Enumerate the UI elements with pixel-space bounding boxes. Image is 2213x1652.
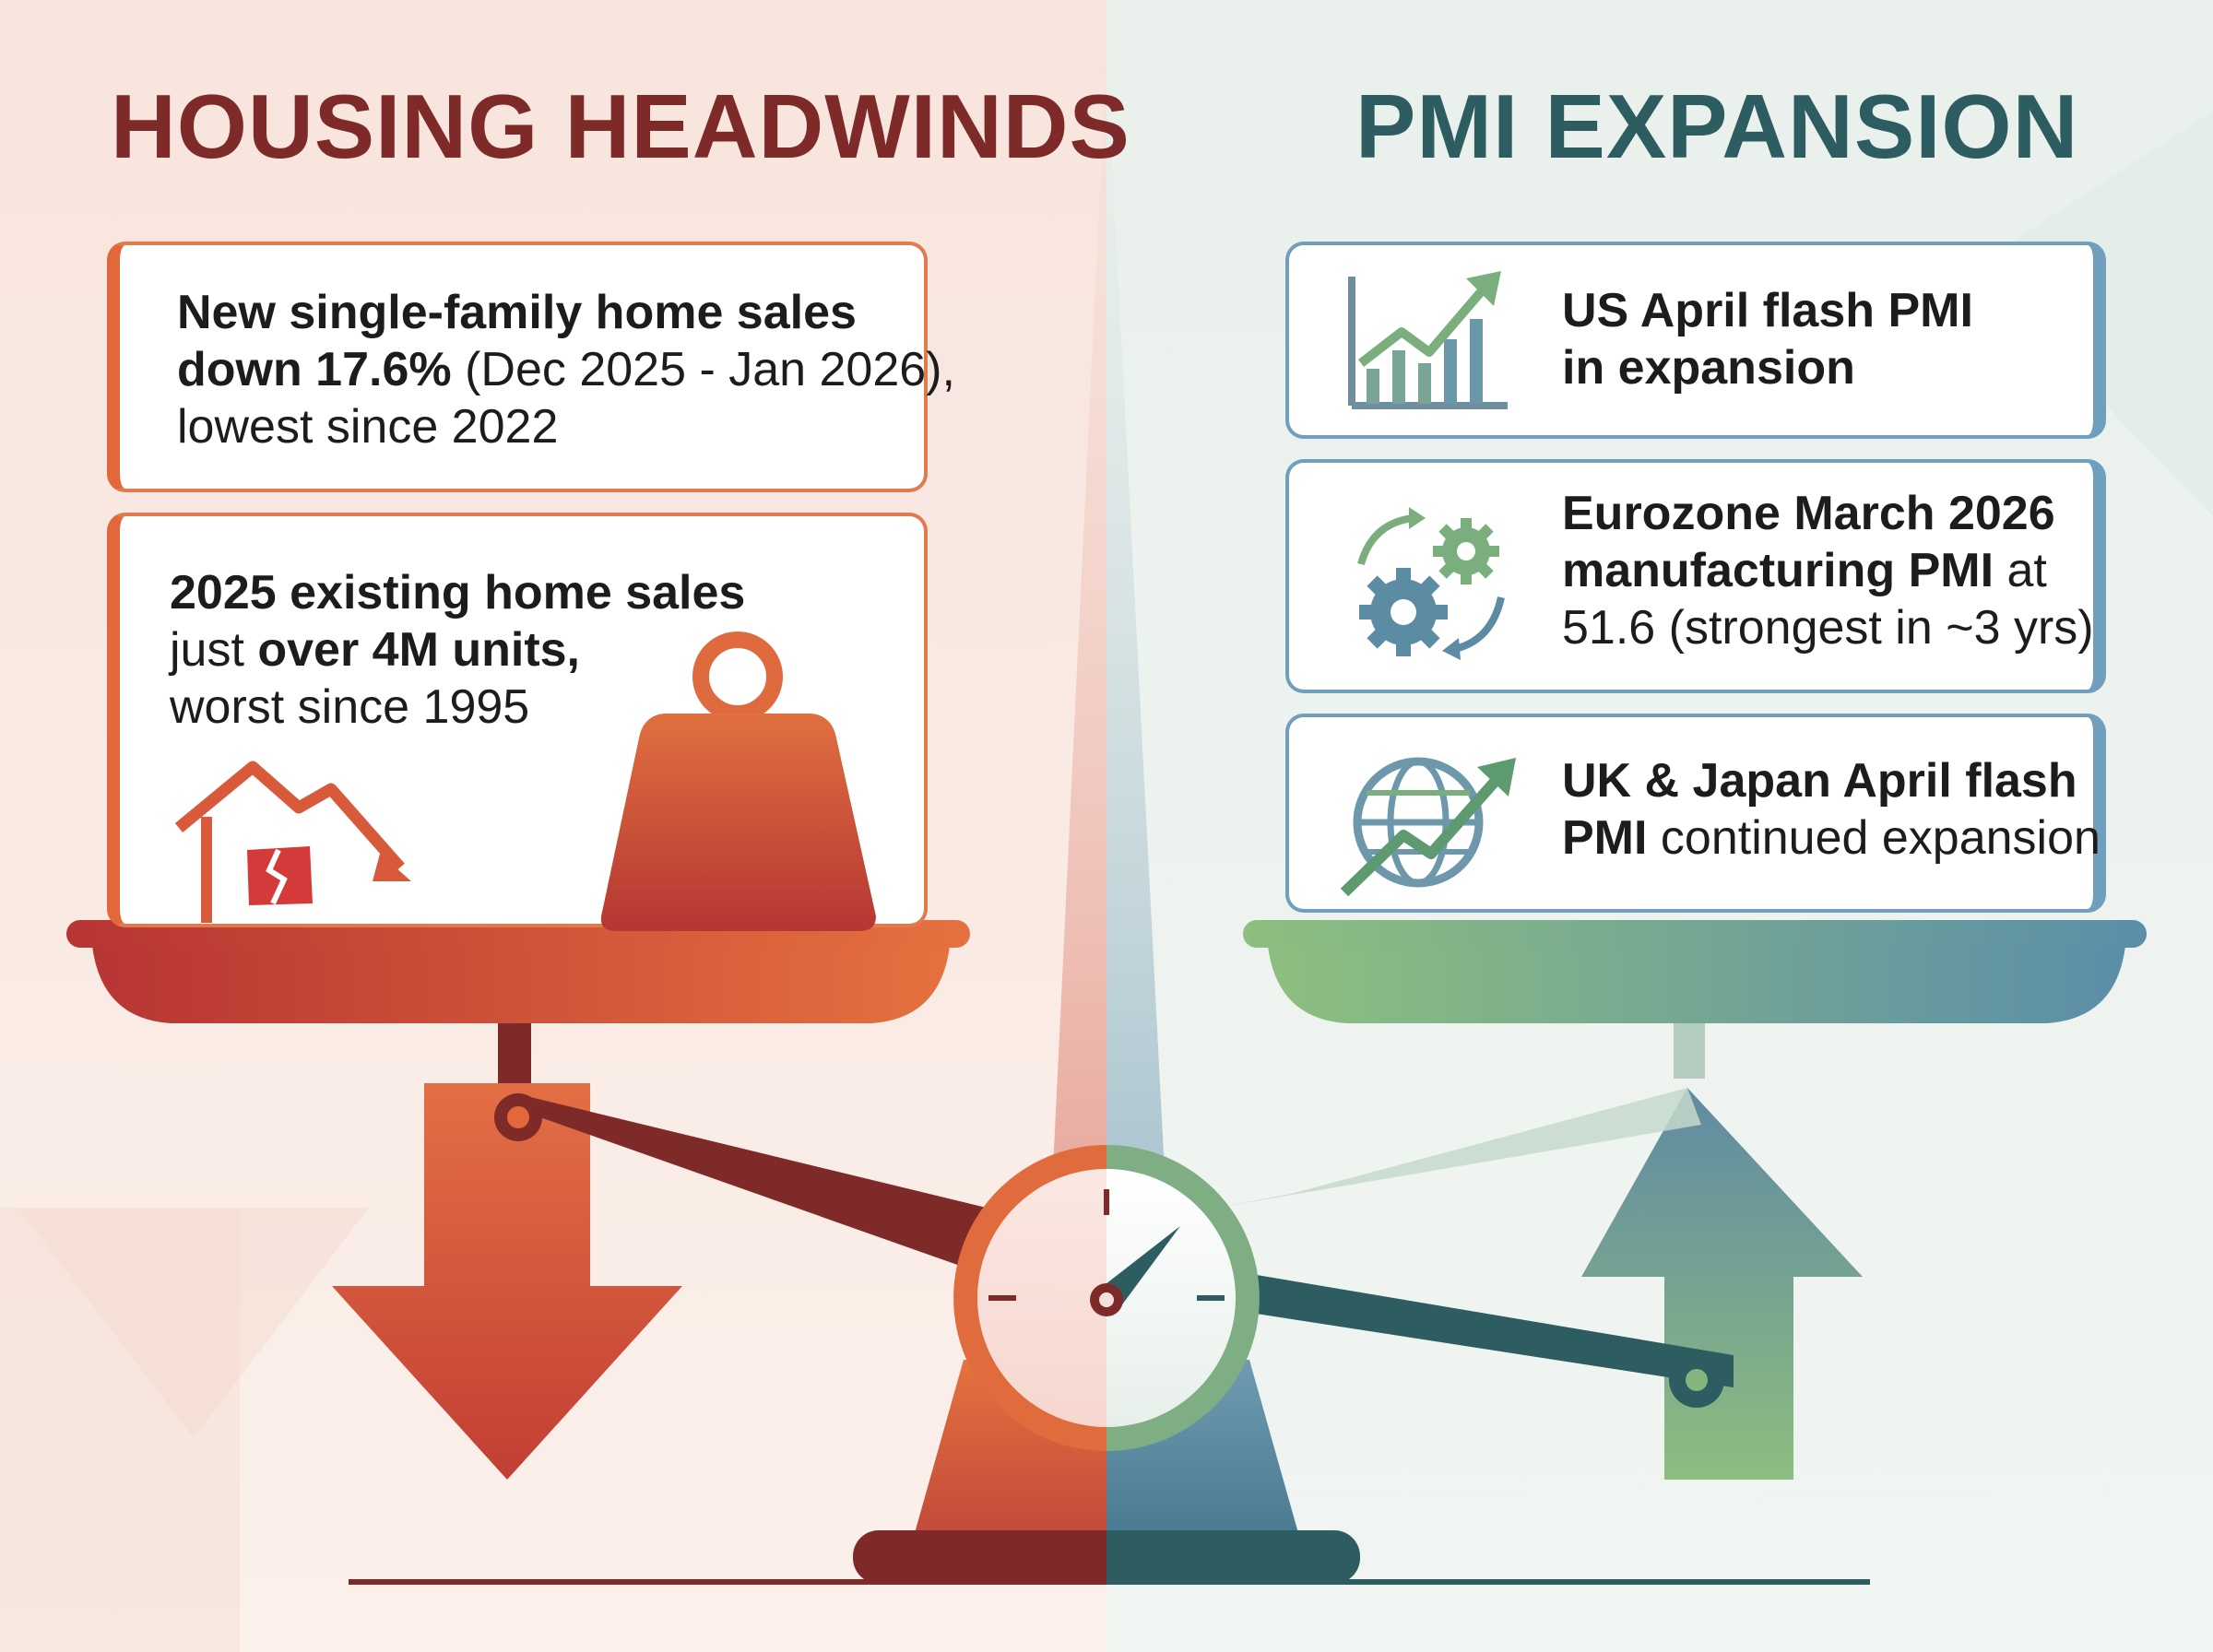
card-line: in expansion (1562, 341, 1855, 395)
card-line: 2025 existing home sales (170, 566, 746, 620)
card-line: US April flash PMI (1562, 284, 1973, 337)
card-line: at (1994, 544, 2047, 597)
up-arrow-icon (1581, 1088, 1863, 1480)
us-flash-pmi-card: US April flash PMI in expansion (1285, 242, 2106, 439)
down-arrow-icon (332, 1083, 682, 1480)
card-line: UK & Japan April flash (1562, 754, 2077, 808)
pmi-expansion-title: PMI EXPANSION (1355, 76, 2079, 177)
weight-icon (600, 631, 876, 931)
housing-headwinds-title: HOUSING HEADWINDS (111, 76, 1130, 177)
bar-chart-up-icon (1348, 271, 1508, 409)
card-line: New single-family home sales (177, 286, 857, 339)
uk-japan-pmi-card: UK & Japan April flash PMI continued exp… (1285, 714, 2106, 913)
card-line: (Dec 2025 - Jan 2026), (451, 343, 955, 396)
card-highlight: manufacturing PMI (1562, 544, 1994, 597)
gears-cycle-icon (1357, 507, 1505, 660)
card-line: 51.6 (strongest in ~3 yrs) (1562, 601, 2094, 655)
falling-house-icon (174, 761, 411, 923)
card-highlight: down 17.6% (177, 343, 452, 396)
card-highlight: PMI (1562, 811, 1648, 865)
card-line: just (170, 623, 258, 677)
globe-growth-icon (1340, 757, 1516, 896)
gauge-icon (953, 1145, 1260, 1451)
card-line: Eurozone March 2026 (1562, 487, 2055, 540)
eurozone-pmi-card: Eurozone March 2026 manufacturing PMI at… (1285, 459, 2106, 693)
new-home-sales-card: New single-family home sales down 17.6% … (107, 242, 955, 492)
card-line: worst since 1995 (170, 680, 530, 734)
existing-home-sales-card: 2025 existing home sales just over 4M un… (107, 513, 928, 931)
card-line: continued expansion (1647, 811, 2101, 865)
card-line: lowest since 2022 (177, 400, 559, 454)
card-highlight: over 4M units, (257, 623, 581, 677)
